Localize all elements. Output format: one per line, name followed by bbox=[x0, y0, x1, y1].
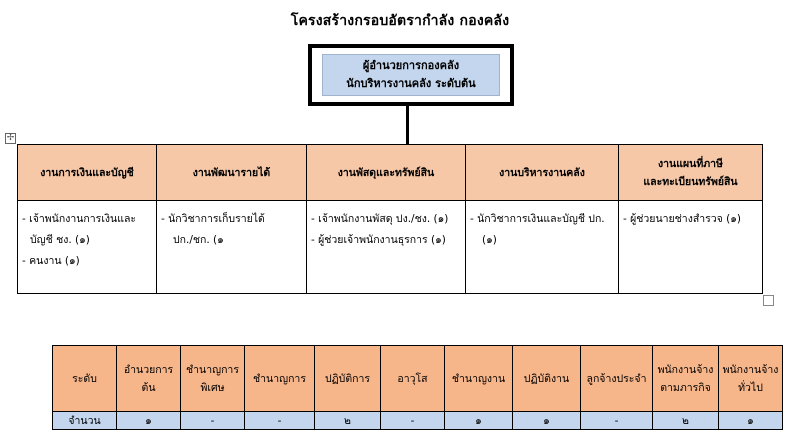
director-box: ผู้อำนวยการกองคลัง นักบริหารงานคลัง ระดั… bbox=[308, 44, 514, 106]
division-header: งานบริหารงานคลัง bbox=[465, 144, 619, 201]
division-staff-cell: - นักวิชาการเงินและบัญชี ปก. (๑) bbox=[465, 200, 619, 294]
division-staff-cell: - ผู้ช่วยนายช่างสำรวจ (๑) bbox=[618, 200, 763, 294]
summary-count-row: จำนวน ๑ - - ๒ - ๑ ๑ - ๒ ๑ bbox=[52, 411, 783, 430]
summary-count-cell: - bbox=[580, 411, 653, 430]
division-header: งานพัสดุและทรัพย์สิน bbox=[306, 144, 466, 201]
division-header: งานการเงินและบัญชี bbox=[17, 144, 157, 201]
summary-col-header: ลูกจ้างประจำ bbox=[580, 345, 653, 412]
summary-col-header: ชำนาญการพิเศษ bbox=[180, 345, 245, 412]
summary-col-header: ปฏิบัติงาน bbox=[512, 345, 581, 412]
division-staff-row: - เจ้าพนักงานการเงินและ บัญชี ชง. (๑) - … bbox=[17, 200, 763, 294]
org-connector-line bbox=[406, 106, 409, 146]
summary-count-cell: ๑ bbox=[116, 411, 181, 430]
summary-count-cell: ๑ bbox=[444, 411, 513, 430]
summary-count-cell: ๒ bbox=[314, 411, 381, 430]
summary-col-header: ปฏิบัติการ bbox=[314, 345, 381, 412]
summary-row-header: ระดับ bbox=[52, 345, 117, 412]
table-resize-handle[interactable] bbox=[763, 295, 774, 306]
division-header: งานพัฒนารายได้ bbox=[156, 144, 307, 201]
table-move-handle-icon[interactable]: ✢ bbox=[5, 133, 16, 144]
summary-col-header: พนักงานจ้างตามภารกิจ bbox=[652, 345, 719, 412]
page-title: โครงสร้างกรอบอัตรากำลัง กองคลัง bbox=[290, 13, 510, 29]
division-header: งานแผนที่ภาษี และทะเบียนทรัพย์สิน bbox=[618, 144, 763, 201]
summary-col-header: พนักงานจ้างทั่วไป bbox=[718, 345, 783, 412]
summary-count-label: จำนวน bbox=[52, 411, 117, 430]
summary-count-cell: ๑ bbox=[512, 411, 581, 430]
division-staff-cell: - เจ้าพนักงานพัสดุ ปง./ชง. (๑) - ผู้ช่วย… bbox=[306, 200, 466, 294]
summary-col-header: อาวุโส bbox=[380, 345, 445, 412]
summary-count-cell: - bbox=[180, 411, 245, 430]
summary-count-cell: - bbox=[244, 411, 315, 430]
summary-count-cell: ๒ bbox=[652, 411, 719, 430]
summary-count-cell: ๑ bbox=[718, 411, 783, 430]
summary-col-header: อำนวยการต้น bbox=[116, 345, 181, 412]
summary-header-row: ระดับ อำนวยการต้น ชำนาญการพิเศษ ชำนาญการ… bbox=[52, 345, 783, 412]
division-table: งานการเงินและบัญชี งานพัฒนารายได้ งานพัส… bbox=[17, 144, 763, 294]
division-header-row: งานการเงินและบัญชี งานพัฒนารายได้ งานพัส… bbox=[17, 144, 763, 201]
director-position: นักบริหารงานคลัง ระดับต้น bbox=[346, 77, 476, 90]
summary-col-header: ชำนาญการ bbox=[244, 345, 315, 412]
division-staff-cell: - เจ้าพนักงานการเงินและ บัญชี ชง. (๑) - … bbox=[17, 200, 157, 294]
summary-count-cell: - bbox=[380, 411, 445, 430]
director-title: ผู้อำนวยการกองคลัง bbox=[362, 59, 460, 72]
staffing-summary-table: ระดับ อำนวยการต้น ชำนาญการพิเศษ ชำนาญการ… bbox=[52, 345, 783, 430]
summary-col-header: ชำนาญงาน bbox=[444, 345, 513, 412]
division-staff-cell: - นักวิชาการเก็บรายได้ ปก./ชก. (๑ bbox=[156, 200, 307, 294]
director-label-box: ผู้อำนวยการกองคลัง นักบริหารงานคลัง ระดั… bbox=[322, 54, 500, 96]
